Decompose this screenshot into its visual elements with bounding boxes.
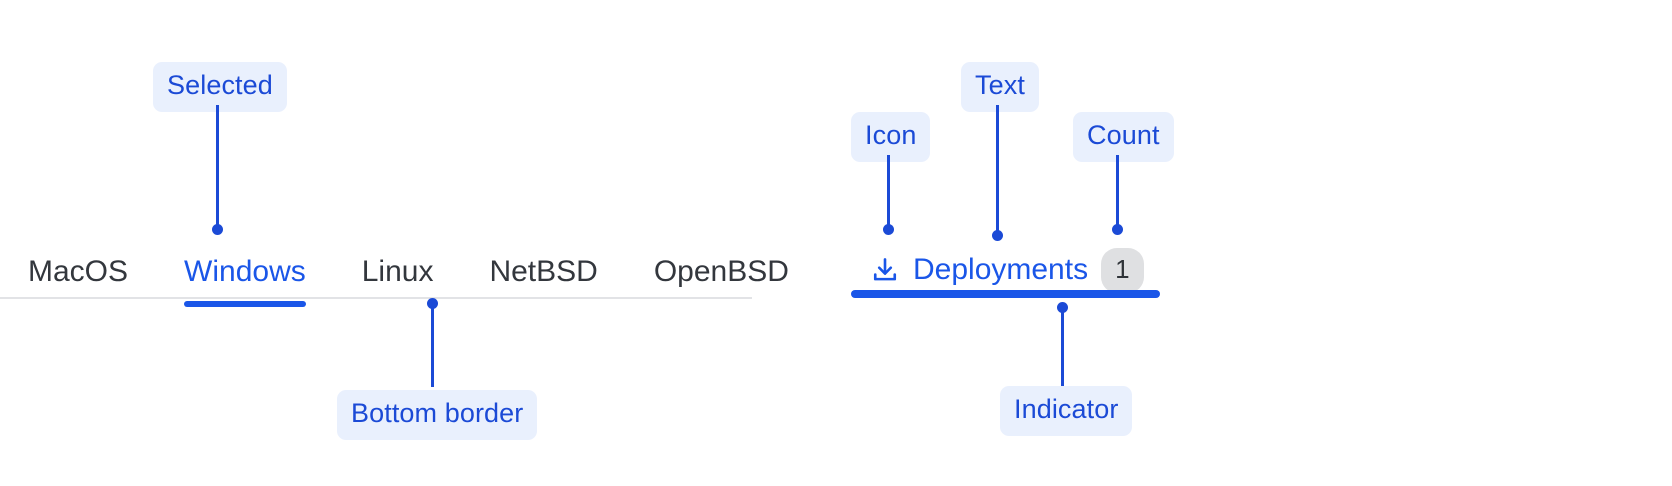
- callout-bottom-border: Bottom border: [337, 390, 538, 440]
- leader-count: [1116, 155, 1119, 229]
- tab-netbsd[interactable]: NetBSD: [461, 246, 625, 298]
- tabbar-bottom-border: [0, 297, 752, 299]
- callout-text: Text: [961, 62, 1039, 112]
- tab-macos[interactable]: MacOS: [0, 246, 156, 298]
- tab-deployments-label: Deployments: [913, 253, 1089, 286]
- callout-count: Count: [1073, 112, 1174, 162]
- tabbar-basic: MacOS Windows Linux NetBSD OpenBSD: [0, 246, 789, 307]
- leader-dot-text: [992, 230, 1003, 241]
- callout-selected: Selected: [153, 62, 287, 112]
- tabbar-row: MacOS Windows Linux NetBSD OpenBSD: [0, 246, 789, 307]
- tab-macos-label: MacOS: [28, 255, 129, 288]
- tab-windows-underline: [184, 301, 306, 307]
- leader-icon: [887, 155, 890, 229]
- leader-text: [996, 105, 999, 235]
- callout-indicator: Indicator: [1000, 386, 1133, 436]
- leader-dot-icon: [883, 224, 894, 235]
- leader-selected: [216, 105, 219, 229]
- tab-openbsd[interactable]: OpenBSD: [626, 246, 817, 298]
- tab-openbsd-label: OpenBSD: [653, 255, 789, 288]
- tab-deployments-indicator: [851, 290, 1160, 298]
- callout-icon: Icon: [851, 112, 931, 162]
- leader-dot-count: [1112, 224, 1123, 235]
- leader-indicator: [1061, 307, 1064, 386]
- tab-deployments-row[interactable]: Deployments 1: [851, 243, 1161, 297]
- tab-netbsd-label: NetBSD: [489, 255, 598, 288]
- download-icon: [870, 255, 900, 285]
- tab-windows-label: Windows: [184, 255, 306, 288]
- tab-linux-label: Linux: [361, 255, 434, 288]
- tab-linux[interactable]: Linux: [334, 246, 462, 298]
- leader-bottom-border: [431, 303, 434, 387]
- tab-deployments-count-badge: 1: [1101, 247, 1144, 293]
- tab-deployments[interactable]: Deployments 1: [851, 243, 1161, 297]
- leader-dot-selected: [212, 224, 223, 235]
- tab-windows[interactable]: Windows: [156, 246, 334, 307]
